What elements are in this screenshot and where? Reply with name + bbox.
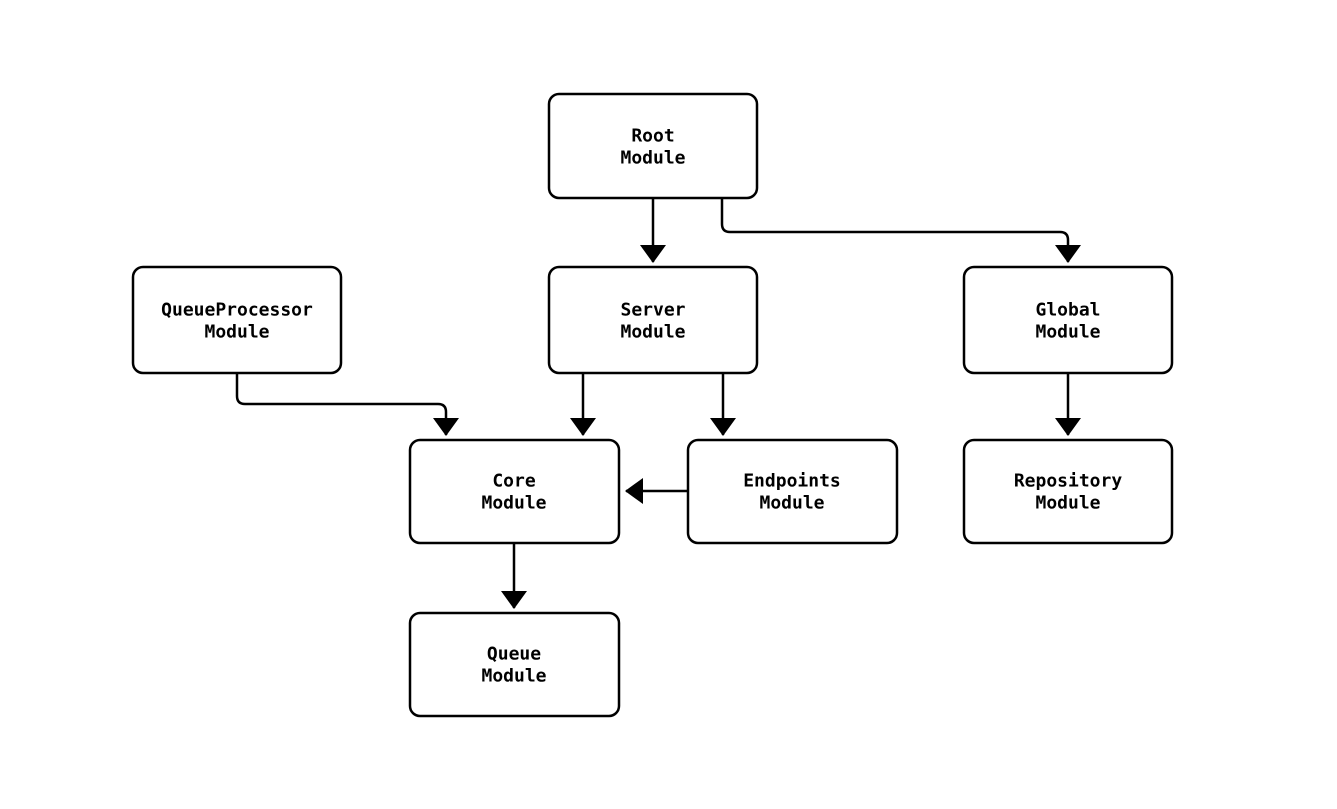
node-label-line: Module [1035,322,1100,343]
node-label-line: Root [631,126,674,147]
node-label-line: Core [492,471,536,492]
node-label-line: Queue [487,644,541,665]
node-server-module: Server Module [547,265,759,375]
node-queue-module: Queue Module [408,611,621,718]
edge-queueprocessor-to-core [235,373,459,436]
node-core-module: Core Module [408,438,621,545]
node-endpoints-module: Endpoints Module [686,438,899,545]
node-repository-module: Repository Module [962,438,1174,545]
node-label-line: Module [759,493,824,514]
node-label-line: Module [481,666,546,687]
node-label-line: Global [1035,300,1100,321]
node-label-line: Module [620,322,685,343]
node-queueprocessor-module: QueueProcessor Module [131,265,343,375]
node-label-line: Module [481,493,546,514]
node-global-module: Global Module [962,265,1174,375]
node-label-line: Module [204,322,269,343]
node-root-module: Root Module [547,92,759,200]
node-label-line: Repository [1014,471,1123,492]
edge-root-to-global [720,198,1081,263]
node-label-line: Server [620,300,685,321]
node-label-line: Module [1035,493,1100,514]
node-label-line: Endpoints [743,471,841,492]
node-label-line: Module [620,148,685,169]
node-label-line: QueueProcessor [161,300,313,321]
